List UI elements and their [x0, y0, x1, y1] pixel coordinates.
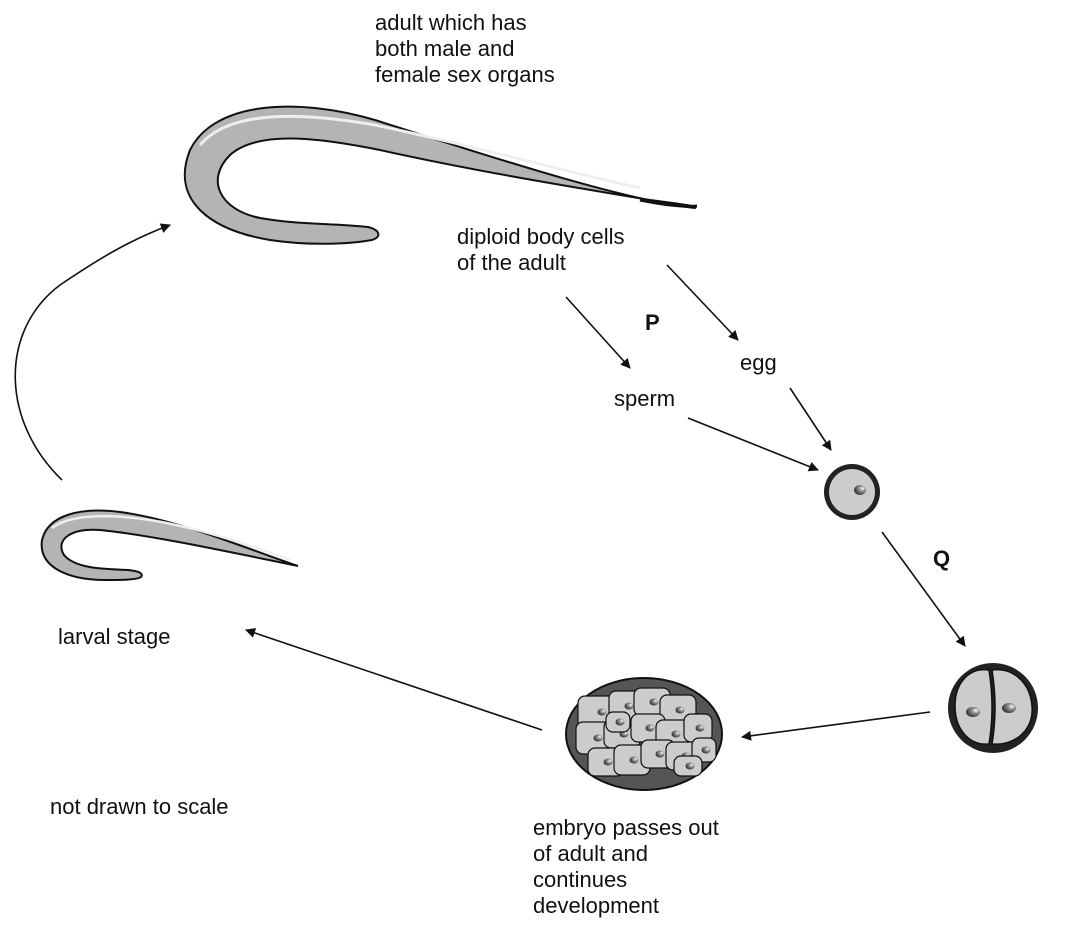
embryo-label-line-2: of adult and [533, 841, 719, 867]
sperm-label: sperm [614, 386, 675, 412]
arrow-larva-to-adult [15, 225, 170, 480]
arrow-diploid-to-egg [667, 265, 738, 340]
embryo-cell-nucleus [650, 699, 659, 706]
zygote-cell [824, 464, 880, 520]
arrow-zygote-to-twocell [882, 532, 965, 646]
embryo-cell-nucleus [646, 725, 655, 732]
diploid-label-line-1: diploid body cells [457, 224, 625, 250]
two-cell-embryo [948, 663, 1038, 753]
arrow-embryo-to-larva [246, 630, 542, 730]
arrow-diploid-to-sperm [566, 297, 630, 368]
embryo-cell-nucleus [630, 757, 639, 764]
embryo-cell-nucleus [604, 759, 613, 766]
egg-label: egg [740, 350, 777, 376]
scale-note: not drawn to scale [50, 794, 229, 820]
embryo-label-line-1: embryo passes out [533, 815, 719, 841]
larval-worm [42, 511, 298, 580]
arrow-twocell-to-embryo [742, 712, 930, 737]
arrows [15, 225, 965, 737]
larval-label: larval stage [58, 624, 171, 650]
embryo-cell-nucleus [672, 731, 681, 738]
label-q: Q [933, 546, 950, 572]
embryo-cell-nucleus [702, 747, 711, 754]
adult-label-line-2: both male and [375, 36, 555, 62]
embryo-label-line-3: continues [533, 867, 719, 893]
embryo-cell-nucleus [594, 735, 603, 742]
embryo-cell-nucleus [625, 703, 634, 710]
adult-label: adult which has both male and female sex… [375, 10, 555, 88]
adult-label-line-3: female sex organs [375, 62, 555, 88]
diploid-label-line-2: of the adult [457, 250, 625, 276]
embryo-label-line-4: development [533, 893, 719, 919]
embryo-cell-nucleus [656, 751, 665, 758]
embryo-label: embryo passes out of adult and continues… [533, 815, 719, 919]
arrow-egg-to-zygote [790, 388, 831, 450]
embryo-cell-nucleus [616, 719, 625, 726]
arrow-sperm-to-zygote [688, 418, 818, 470]
adult-label-line-1: adult which has [375, 10, 555, 36]
embryo-cell-nucleus [696, 725, 705, 732]
embryo-cell-nucleus [676, 707, 685, 714]
embryo-cell-nucleus [686, 763, 695, 770]
embryo-cell-nucleus [598, 709, 607, 716]
diploid-label: diploid body cells of the adult [457, 224, 625, 276]
multicell-embryo [566, 678, 722, 790]
label-p: P [645, 310, 660, 336]
